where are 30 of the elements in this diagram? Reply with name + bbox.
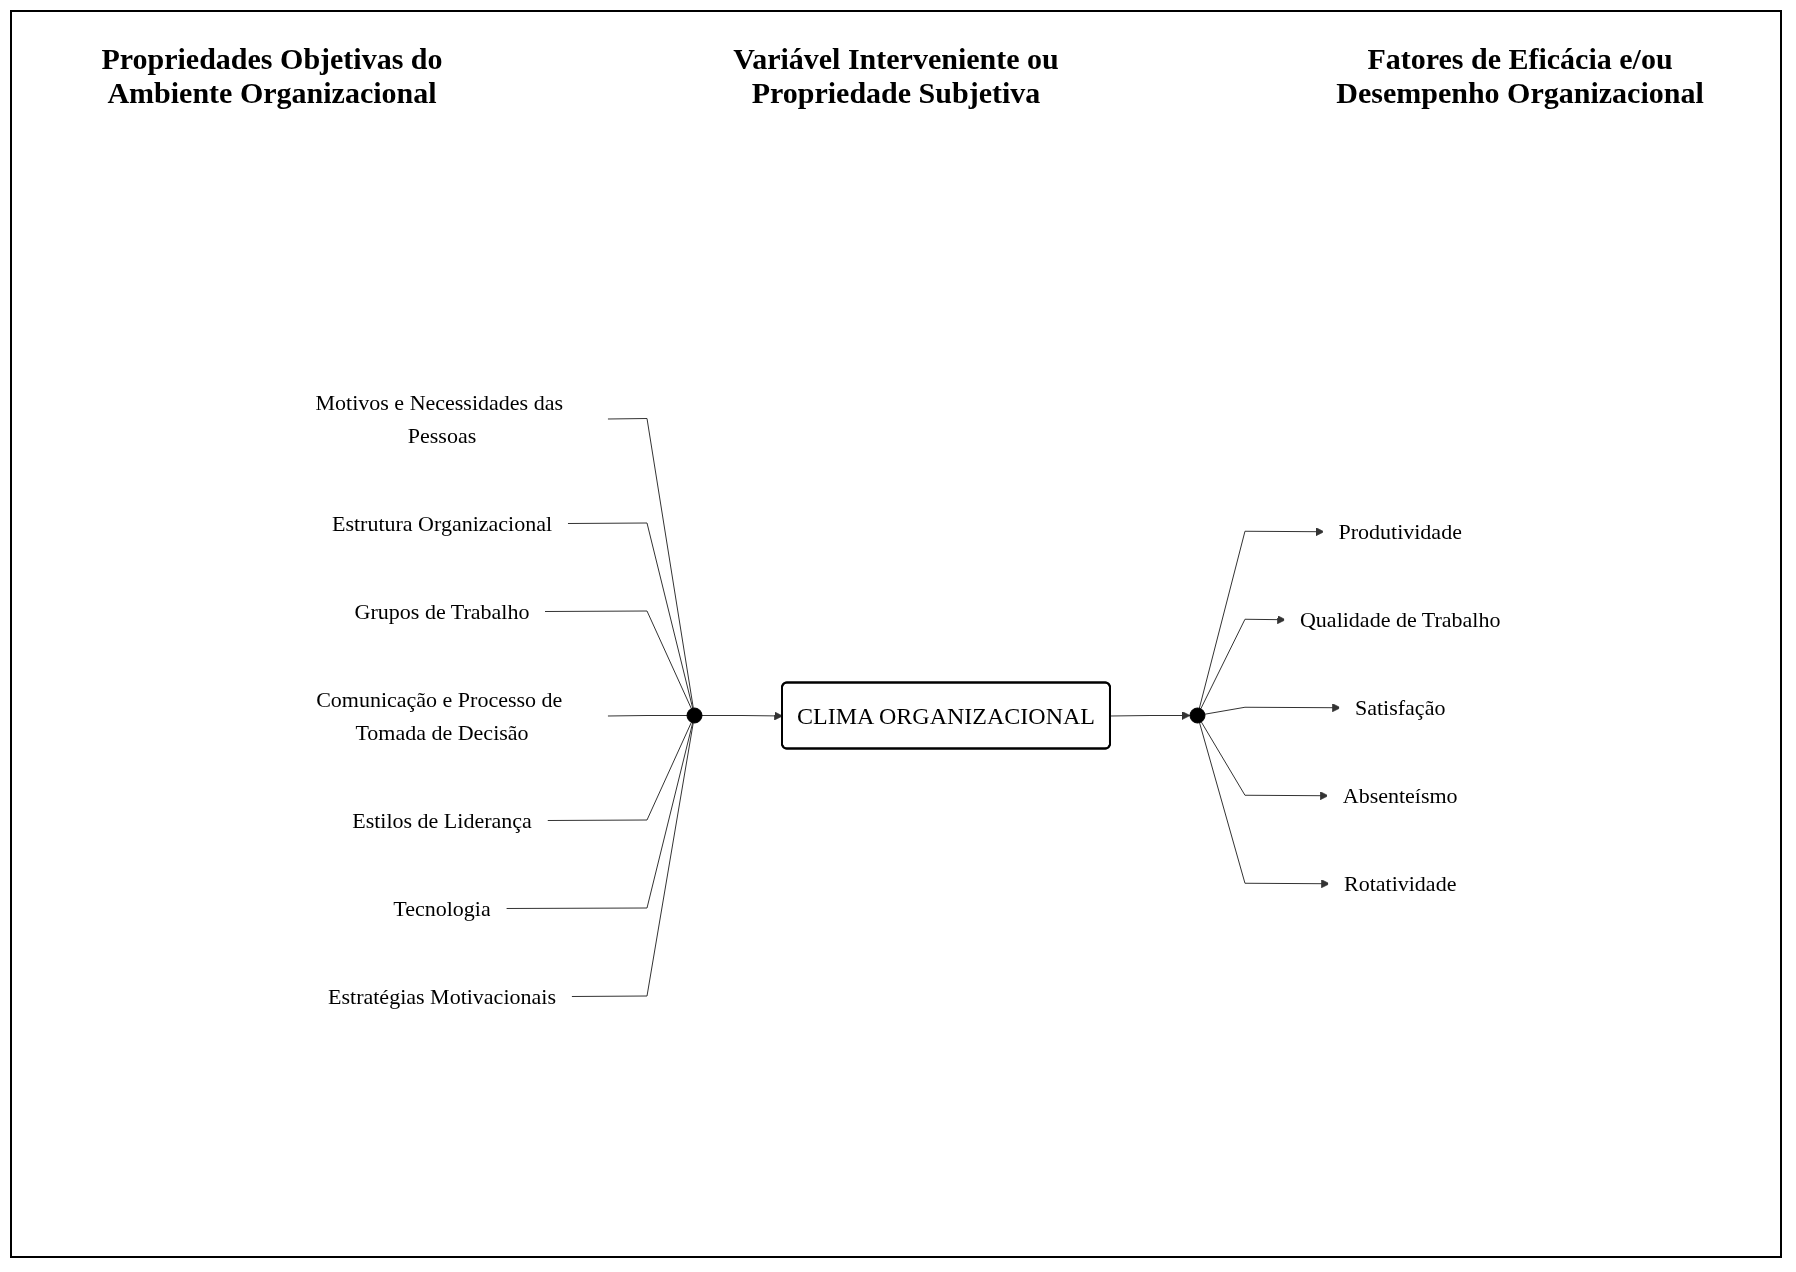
node-text: Absenteísmo <box>1342 782 1458 808</box>
arrow <box>1109 711 1191 720</box>
node-text: Estrutura Organizacional <box>331 510 552 536</box>
node-circle <box>686 707 703 724</box>
node-text: Produtividade <box>1338 518 1462 544</box>
node-text: Estratégias Motivacionais <box>327 983 556 1009</box>
arrow <box>1200 721 1329 801</box>
arrow <box>1198 722 1330 889</box>
connector <box>566 522 693 709</box>
node-text: Satisfação <box>1354 694 1446 720</box>
node-text: Motivos e Necessidades das Pessoas <box>315 389 563 448</box>
arrow <box>1204 703 1341 715</box>
column-heading: Variável Interveniente ou Propriedade Subjetiva <box>732 42 1060 110</box>
arrow <box>1200 615 1286 710</box>
node-circle <box>1189 707 1206 724</box>
node-text: Tecnologia <box>393 895 491 921</box>
connector <box>544 610 692 710</box>
node-text: Comunicação e Processo de Tomada de Decisão <box>315 686 563 745</box>
connector <box>606 715 688 717</box>
connector <box>570 722 694 997</box>
arrow <box>1198 527 1325 709</box>
connector <box>546 721 692 821</box>
node-text: Rotatividade <box>1343 870 1457 896</box>
node-text: Qualidade de Trabalho <box>1299 606 1501 632</box>
node-text: Grupos de Trabalho <box>354 598 530 624</box>
column-heading: Propriedades Objetivas do Ambiente Organizacional <box>100 42 444 110</box>
node-text: Estilos de Liderança <box>351 807 532 833</box>
connector <box>505 722 693 909</box>
connector <box>606 418 694 709</box>
column-heading: Fatores de Eficácia e/ou Desempenho Organizacional <box>1335 42 1705 110</box>
